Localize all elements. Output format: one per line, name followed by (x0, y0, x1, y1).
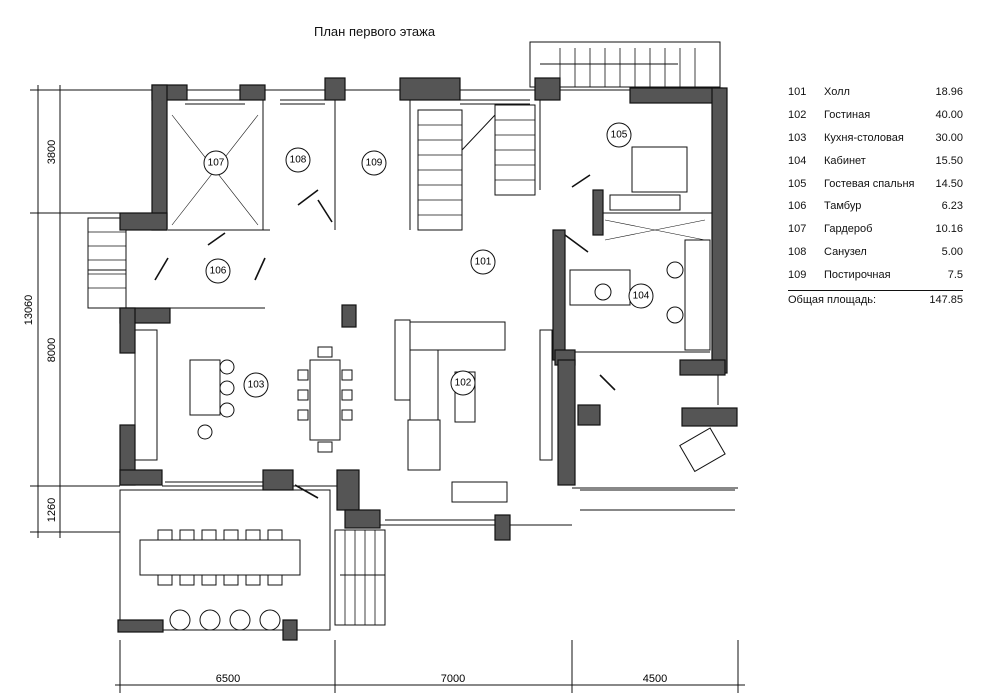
room-number: 105 (788, 177, 807, 190)
total-value: 147.85 (929, 294, 963, 306)
total-area: Общая площадь: 147.85 (788, 290, 963, 306)
room-row: 101 Холл 18.96 (788, 86, 963, 109)
room-label-107: 107 (208, 158, 225, 169)
room-label-106: 106 (210, 266, 227, 277)
room-name: Кухня-столовая (824, 131, 904, 144)
room-area: 14.50 (935, 177, 963, 190)
room-row: 107 Гардероб 10.16 (788, 223, 963, 246)
room-number: 103 (788, 131, 807, 144)
room-number: 101 (788, 86, 807, 98)
dim-left-1: 3800 (46, 140, 58, 164)
dim-left-total: 13060 (23, 295, 35, 326)
room-name: Кабинет (824, 154, 866, 167)
dim-bottom-1: 6500 (216, 673, 240, 685)
room-name: Гостевая спальня (824, 177, 915, 190)
room-area: 15.50 (935, 154, 963, 167)
room-name: Гардероб (824, 223, 873, 236)
wall-group (117, 77, 738, 641)
room-name: Постирочная (824, 269, 891, 282)
plan-title: План первого этажа (314, 24, 436, 39)
room-schedule: 101 Холл 18.96 102 Гостиная 40.00 103 Кухня-с… (788, 86, 963, 292)
room-label-108: 108 (290, 155, 307, 166)
room-row: 102 Гостиная 40.00 (788, 109, 963, 132)
room-name: Тамбур (824, 200, 862, 213)
room-area: 10.16 (935, 223, 963, 236)
room-label-101: 101 (475, 257, 492, 268)
room-number: 102 (788, 108, 807, 121)
room-number: 104 (788, 154, 807, 167)
room-name: Санузел (824, 246, 867, 259)
room-row: 104 Кабинет 15.50 (788, 155, 963, 178)
room-area: 30.00 (935, 131, 963, 144)
room-area: 5.00 (941, 246, 963, 259)
dim-bottom-2: 7000 (441, 673, 465, 685)
room-row: 106 Тамбур 6.23 (788, 200, 963, 223)
room-name: Холл (824, 86, 850, 98)
room-label-102: 102 (455, 378, 472, 389)
room-label-103: 103 (248, 380, 265, 391)
room-number: 107 (788, 223, 807, 236)
room-label-104: 104 (633, 291, 650, 302)
room-number: 106 (788, 200, 807, 213)
room-row: 103 Кухня-столовая 30.00 (788, 132, 963, 155)
room-label-109: 109 (366, 158, 383, 169)
dim-left-3: 1260 (46, 498, 58, 522)
room-row: 105 Гостевая спальня 14.50 (788, 178, 963, 201)
room-area: 40.00 (935, 108, 963, 121)
room-area: 6.23 (941, 200, 963, 213)
room-row: 108 Санузел 5.00 (788, 246, 963, 269)
total-label: Общая площадь: (788, 294, 877, 306)
room-number: 109 (788, 269, 807, 282)
room-area: 18.96 (935, 86, 963, 98)
room-name: Гостиная (824, 108, 871, 121)
room-number: 108 (788, 246, 807, 259)
room-area: 7.5 (947, 269, 963, 282)
dim-bottom-3: 4500 (643, 673, 667, 685)
room-markers (203, 122, 654, 398)
room-row: 109 Постирочная 7.5 (788, 269, 963, 292)
room-label-105: 105 (611, 130, 628, 141)
dim-left-2: 8000 (46, 338, 58, 362)
